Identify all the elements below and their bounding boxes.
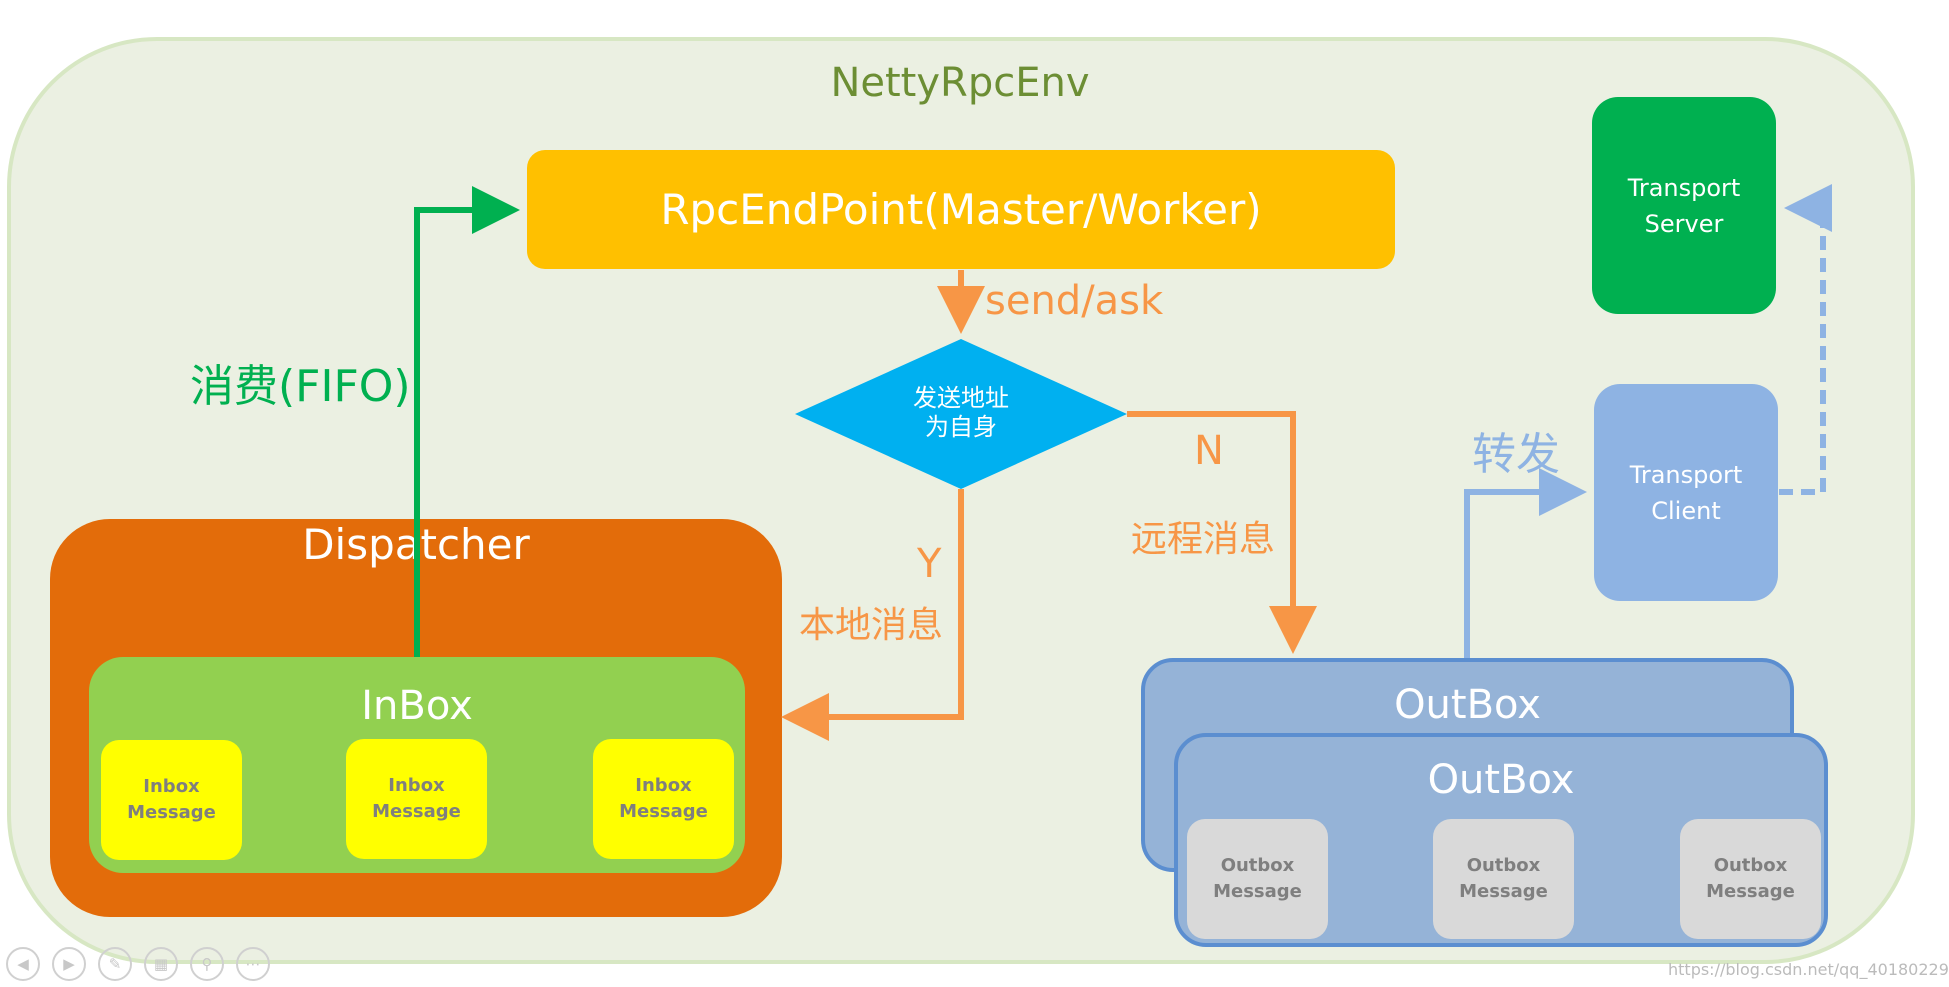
arrow-forward bbox=[1464, 468, 1587, 658]
arrow-remote-message bbox=[1127, 411, 1317, 654]
outbox-message-2-line2: Message bbox=[1459, 881, 1548, 902]
rpc-endpoint-label: RpcEndPoint(Master/Worker) bbox=[660, 185, 1262, 234]
more-icon[interactable]: ⋯ bbox=[236, 947, 270, 981]
inbox-message-1-line2: Message bbox=[127, 802, 216, 823]
decision-label: 发送地址 为自身 bbox=[853, 384, 1069, 442]
transport-client-box: Transport Client bbox=[1594, 384, 1778, 601]
inbox-message-1-line1: Inbox bbox=[143, 775, 200, 797]
remote-message-label: 远程消息 bbox=[1131, 519, 1276, 560]
decision-line2: 为自身 bbox=[925, 412, 997, 441]
transport-server-line2: Server bbox=[1644, 209, 1724, 238]
transport-client-line1: Transport bbox=[1629, 460, 1743, 489]
consume-fifo-label: 消费(FIFO) bbox=[190, 361, 411, 412]
arrow-consume-fifo bbox=[414, 186, 520, 657]
arrow-local-message bbox=[781, 489, 964, 741]
inbox-message-2-line2: Message bbox=[372, 801, 461, 822]
decision-diamond bbox=[795, 339, 1127, 489]
forward-label: 转发 bbox=[1472, 429, 1560, 480]
rpc-endpoint-box: RpcEndPoint(Master/Worker) bbox=[527, 150, 1395, 269]
outbox-front-title: OutBox bbox=[1427, 757, 1575, 803]
outbox-back-title: OutBox bbox=[1394, 682, 1541, 728]
inbox-message-3-line2: Message bbox=[619, 801, 708, 822]
transport-server-box: Transport Server bbox=[1592, 97, 1776, 314]
next-icon[interactable]: ▶ bbox=[52, 947, 86, 981]
slides-icon[interactable]: ▦ bbox=[144, 947, 178, 981]
no-label: N bbox=[1194, 428, 1224, 474]
pen-icon[interactable]: ✎ bbox=[98, 947, 132, 981]
prev-icon[interactable]: ◀ bbox=[6, 947, 40, 981]
transport-server-line1: Transport bbox=[1627, 173, 1741, 202]
arrow-client-to-server bbox=[1779, 184, 1832, 495]
send-ask-label: send/ask bbox=[985, 278, 1164, 324]
env-title: NettyRpcEnv bbox=[830, 60, 1090, 106]
transport-client-line2: Client bbox=[1651, 496, 1721, 525]
yes-label: Y bbox=[917, 541, 942, 587]
outbox-message-1-line1: Outbox bbox=[1220, 854, 1295, 876]
watermark-url: https://blog.csdn.net/qq_40180229 bbox=[1668, 960, 1949, 979]
decision-line1: 发送地址 bbox=[913, 384, 1009, 412]
local-message-label: 本地消息 bbox=[799, 605, 944, 646]
inbox-message-3-line1: Inbox bbox=[635, 774, 692, 796]
outbox-message-3-line2: Message bbox=[1706, 881, 1795, 902]
outbox-message-3-line1: Outbox bbox=[1713, 854, 1788, 876]
outbox-message-2-line1: Outbox bbox=[1466, 854, 1541, 876]
inbox-title: InBox bbox=[361, 683, 473, 729]
outbox-message-1-line2: Message bbox=[1213, 881, 1302, 902]
inbox-message-2-line1: Inbox bbox=[388, 774, 445, 796]
zoom-icon[interactable]: ⚲ bbox=[190, 947, 224, 981]
